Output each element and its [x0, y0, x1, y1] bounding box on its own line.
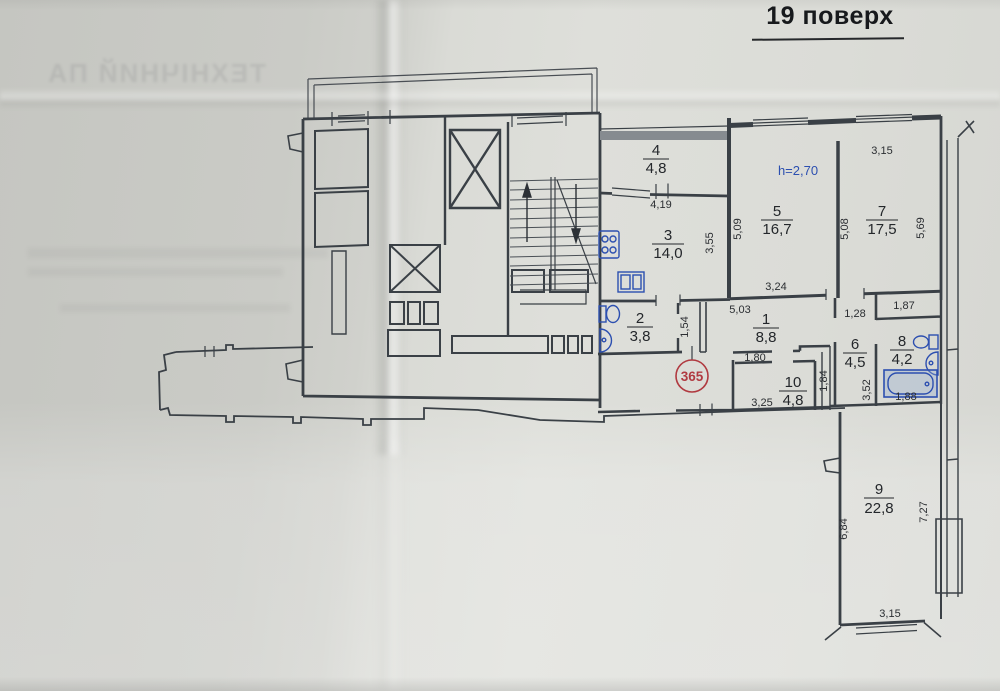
- svg-text:1,80: 1,80: [744, 352, 765, 364]
- svg-text:1,88: 1,88: [895, 391, 916, 403]
- svg-text:9: 9: [875, 481, 883, 498]
- svg-text:2: 2: [636, 310, 644, 327]
- room6-label: 64,5: [843, 336, 867, 371]
- room2-label: 23,8: [627, 310, 653, 345]
- bleedthrough-line: [60, 304, 290, 312]
- stairwell: [509, 177, 599, 305]
- toilet-icon: [598, 304, 621, 324]
- svg-text:3,15: 3,15: [879, 608, 900, 620]
- window-icon: [337, 114, 564, 125]
- paper-fold-vertical-lower: [374, 440, 404, 691]
- room1-label: 18,8: [753, 311, 779, 346]
- stair-arrow-down-icon: [571, 184, 581, 245]
- bleedthrough-line: [28, 248, 328, 258]
- svg-text:3: 3: [664, 227, 672, 244]
- elevator-shaft-icon: [448, 128, 502, 210]
- right-balcony-edge: [935, 120, 975, 597]
- svg-text:7: 7: [878, 203, 886, 220]
- svg-text:1,54: 1,54: [679, 316, 691, 337]
- svg-text:5,09: 5,09: [732, 218, 744, 239]
- svg-text:4,19: 4,19: [650, 199, 671, 211]
- room3-label: 314,0: [652, 227, 684, 262]
- room8-label: 84,2: [890, 333, 914, 368]
- kitchen-sink-icon: [617, 271, 645, 293]
- room5-label: 516,7: [761, 203, 793, 238]
- svg-text:4,8: 4,8: [646, 160, 667, 177]
- shaft-and-duct-boxes: [387, 128, 593, 357]
- svg-text:22,8: 22,8: [864, 500, 893, 517]
- dimension-labels: 4,19 3,55 5,09 3,24 3,15 5,08 5,69 1,87 …: [650, 145, 930, 620]
- svg-text:1: 1: [762, 311, 770, 328]
- window-icon: [752, 113, 913, 127]
- room9-label: 922,8: [864, 481, 894, 517]
- svg-text:14,0: 14,0: [653, 245, 682, 262]
- ceiling-height-note: h=2,70: [778, 163, 818, 178]
- svg-text:5: 5: [773, 203, 781, 220]
- toilet-icon: [912, 334, 939, 350]
- gallery-outline: [158, 344, 846, 426]
- glazing-band: [600, 131, 729, 140]
- paper-fold-horizontal: [0, 88, 1000, 108]
- svg-text:4,2: 4,2: [892, 351, 913, 368]
- svg-text:4,8: 4,8: [783, 392, 804, 409]
- svg-text:7,27: 7,27: [918, 501, 930, 522]
- room-labels: 44,8 314,0 516,7 717,5 23,8 18,8 64,5 84…: [627, 142, 914, 517]
- stair-arrow-up-icon: [522, 181, 532, 242]
- bathtub-icon: [883, 369, 938, 398]
- room4-loggia: [599, 118, 731, 298]
- rooms-5-7-walls: [729, 116, 943, 301]
- room4-label: 44,8: [643, 142, 669, 177]
- svg-text:8,8: 8,8: [756, 329, 777, 346]
- stair-treads: [509, 178, 599, 286]
- bleedthrough-line: [28, 268, 283, 276]
- svg-text:5,08: 5,08: [839, 218, 851, 239]
- svg-text:6: 6: [851, 336, 859, 353]
- room7-label: 717,5: [866, 203, 898, 238]
- svg-text:5,69: 5,69: [915, 217, 927, 238]
- parapet-outline: [307, 67, 598, 119]
- svg-text:6,84: 6,84: [838, 518, 850, 539]
- north-wall-windows: [728, 113, 942, 128]
- svg-text:8: 8: [898, 333, 906, 350]
- svg-text:3,24: 3,24: [765, 281, 786, 293]
- svg-text:3,25: 3,25: [751, 397, 772, 409]
- fixtures: [598, 230, 939, 398]
- washbasin-icon: [599, 328, 613, 353]
- elevator-shaft-icon: [389, 244, 441, 293]
- room9-walls: [823, 404, 942, 641]
- washbasin-icon: [925, 351, 939, 376]
- svg-text:17,5: 17,5: [867, 221, 896, 238]
- svg-text:3,52: 3,52: [861, 379, 873, 400]
- page-title: 19 поверх: [766, 2, 894, 30]
- svg-text:1,87: 1,87: [893, 300, 914, 312]
- stove-icon: [598, 230, 620, 259]
- window-icon: [855, 623, 918, 635]
- svg-text:365: 365: [681, 369, 704, 384]
- svg-text:1,28: 1,28: [844, 308, 865, 320]
- svg-text:3,55: 3,55: [704, 232, 716, 253]
- svg-text:3,15: 3,15: [871, 145, 892, 157]
- middle-band-walls: [597, 294, 943, 416]
- svg-text:3,8: 3,8: [630, 328, 651, 345]
- svg-text:16,7: 16,7: [762, 221, 791, 238]
- svg-text:1,84: 1,84: [818, 370, 830, 391]
- room10-label: 104,8: [779, 374, 807, 409]
- svg-text:4: 4: [652, 142, 660, 159]
- core-block-walls: [285, 111, 602, 408]
- svg-text:10: 10: [785, 374, 802, 391]
- svg-text:5,03: 5,03: [729, 304, 750, 316]
- svg-text:4,5: 4,5: [845, 354, 866, 371]
- core-windows-ticks: [331, 110, 865, 300]
- apartment-number-stamp: 365: [675, 359, 709, 393]
